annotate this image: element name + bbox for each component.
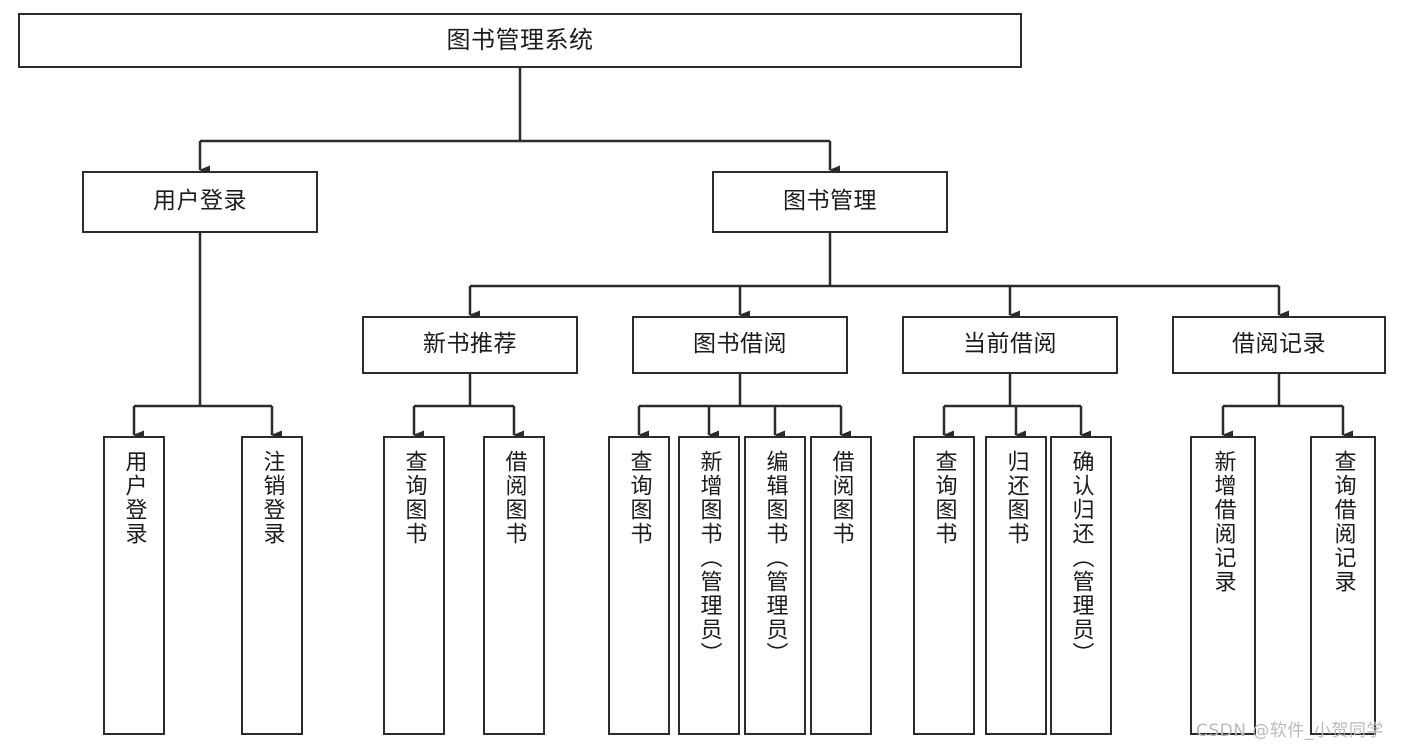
node-label-book-borrow: 图书借阅 <box>693 331 787 358</box>
node-leaf-br-query[interactable]: 查询借阅记录 <box>1310 436 1376 735</box>
node-label-leaf-bb-edit: 编辑图书（管理员） <box>762 450 788 666</box>
node-label-leaf-rec-query: 查询图书 <box>401 450 427 546</box>
node-label-leaf-br-add: 新增借阅记录 <box>1210 450 1236 594</box>
node-leaf-cb-return[interactable]: 归还图书 <box>985 436 1047 735</box>
csdn-watermark: CSDN @软件_小贺同学 <box>1196 721 1384 741</box>
node-book-manage[interactable]: 图书管理 <box>712 171 948 233</box>
node-leaf-bb-edit[interactable]: 编辑图书（管理员） <box>744 436 806 735</box>
node-borrow-record[interactable]: 借阅记录 <box>1172 316 1386 374</box>
node-leaf-bb-add[interactable]: 新增图书（管理员） <box>678 436 740 735</box>
node-label-root: 图书管理系统 <box>446 26 594 55</box>
node-leaf-cb-query[interactable]: 查询图书 <box>913 436 975 735</box>
node-leaf-cb-confirm[interactable]: 确认归还（管理员） <box>1050 436 1112 735</box>
node-label-leaf-rec-borrow: 借阅图书 <box>501 450 527 546</box>
node-leaf-bb-query[interactable]: 查询图书 <box>608 436 670 735</box>
node-label-book-manage: 图书管理 <box>783 188 877 215</box>
node-leaf-user-login[interactable]: 用户登录 <box>103 436 165 735</box>
node-label-leaf-user-logout: 注销登录 <box>259 450 285 546</box>
node-leaf-user-logout[interactable]: 注销登录 <box>241 436 303 735</box>
node-current-borrow[interactable]: 当前借阅 <box>902 316 1118 374</box>
node-label-leaf-bb-add: 新增图书（管理员） <box>696 450 722 666</box>
node-label-new-book-rec: 新书推荐 <box>423 331 517 358</box>
node-label-user-login: 用户登录 <box>153 188 247 215</box>
node-leaf-rec-borrow[interactable]: 借阅图书 <box>483 436 545 735</box>
node-user-login[interactable]: 用户登录 <box>82 171 318 233</box>
node-label-leaf-cb-query: 查询图书 <box>931 450 957 546</box>
node-label-leaf-user-login: 用户登录 <box>121 450 147 546</box>
node-label-leaf-cb-confirm: 确认归还（管理员） <box>1068 450 1094 666</box>
node-leaf-br-add[interactable]: 新增借阅记录 <box>1190 436 1256 735</box>
node-leaf-bb-borrow[interactable]: 借阅图书 <box>810 436 872 735</box>
node-label-current-borrow: 当前借阅 <box>963 331 1057 358</box>
node-new-book-rec[interactable]: 新书推荐 <box>362 316 578 374</box>
node-root[interactable]: 图书管理系统 <box>18 13 1022 68</box>
node-book-borrow[interactable]: 图书借阅 <box>632 316 848 374</box>
node-label-leaf-cb-return: 归还图书 <box>1003 450 1029 546</box>
node-label-leaf-bb-borrow: 借阅图书 <box>828 450 854 546</box>
node-label-leaf-bb-query: 查询图书 <box>626 450 652 546</box>
node-leaf-rec-query[interactable]: 查询图书 <box>383 436 445 735</box>
node-label-leaf-br-query: 查询借阅记录 <box>1330 450 1356 594</box>
node-label-borrow-record: 借阅记录 <box>1232 331 1326 358</box>
